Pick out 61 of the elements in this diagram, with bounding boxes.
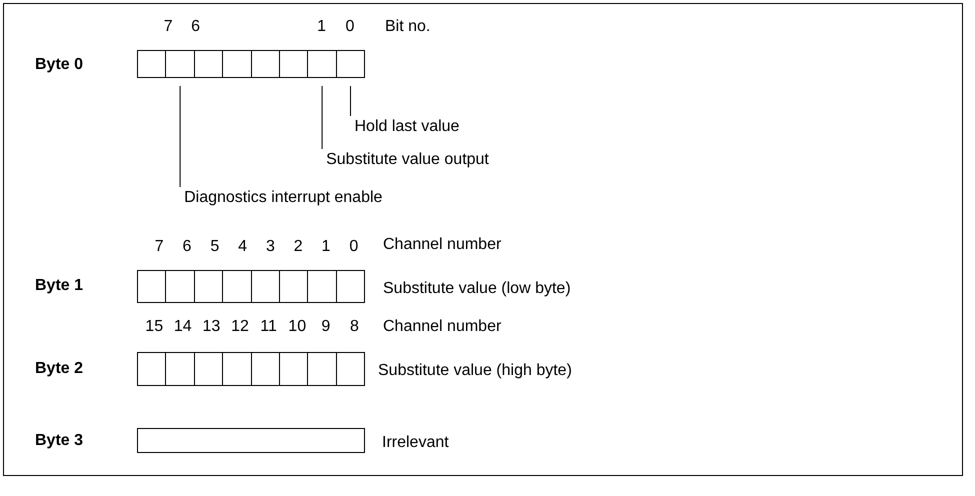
bit-number: 11 [260, 318, 277, 336]
bit-description: Hold last value [354, 118, 460, 136]
bit-number: 1 [322, 238, 330, 256]
bit-cell [137, 270, 166, 303]
leader-line [350, 86, 351, 116]
bit-number: 0 [349, 238, 358, 256]
bit-cell [336, 270, 366, 303]
bit-cell [307, 352, 337, 386]
bit-cell [279, 270, 308, 303]
bit-cell [222, 50, 252, 78]
bit-cell [279, 352, 308, 386]
bit-number: 3 [266, 238, 275, 256]
byte-field [137, 428, 366, 453]
bit-cell [250, 50, 280, 78]
bit-description: Substitute value output [326, 151, 489, 169]
leader-line [322, 86, 323, 150]
bit-cell [137, 50, 166, 78]
bit-number: 6 [182, 238, 192, 256]
byte-label: Byte 0 [35, 56, 84, 74]
row-caption: Channel number [383, 318, 502, 336]
bit-cell [336, 352, 366, 386]
bit-number: 0 [346, 18, 354, 36]
bit-cell [194, 50, 224, 78]
row-caption: Channel number [383, 236, 502, 254]
byte-label: Byte 2 [35, 360, 84, 378]
bit-cell [165, 50, 195, 78]
byte-label: Byte 3 [35, 432, 84, 450]
bit-number: 6 [191, 18, 200, 36]
bit-number: 1 [317, 18, 326, 36]
byte-label: Byte 1 [35, 277, 84, 295]
bit-cell [222, 270, 252, 303]
bit-cell [250, 352, 280, 386]
bit-cell [307, 50, 337, 78]
field-description: Substitute value (high byte) [378, 362, 572, 380]
bit-cell [222, 352, 252, 386]
bit-number: 12 [231, 318, 249, 336]
bit-cell [165, 352, 195, 386]
bit-description: Diagnostics interrupt enable [184, 189, 382, 207]
bit-number: 4 [238, 238, 248, 256]
bit-number: 5 [210, 238, 220, 256]
bit-number: 2 [294, 238, 303, 256]
field-description: Substitute value (low byte) [383, 280, 571, 298]
leader-line [180, 86, 181, 188]
bit-number: 10 [288, 318, 306, 336]
bit-cell [194, 352, 224, 386]
field-description: Irrelevant [382, 434, 449, 452]
bit-number: 15 [145, 318, 164, 336]
bit-cell [250, 270, 280, 303]
bit-number: 14 [174, 318, 192, 336]
bit-number: 9 [321, 318, 330, 336]
axis-caption: Bit no. [385, 18, 430, 36]
bit-number: 13 [202, 318, 220, 336]
bit-cell [307, 270, 337, 303]
bit-cell [137, 352, 166, 386]
bit-cell [336, 50, 366, 78]
bit-number: 8 [350, 318, 359, 336]
bit-number: 7 [164, 18, 173, 36]
bit-cell [194, 270, 224, 303]
bit-cell [165, 270, 195, 303]
bit-cell [279, 50, 308, 78]
bit-number: 7 [154, 238, 164, 256]
